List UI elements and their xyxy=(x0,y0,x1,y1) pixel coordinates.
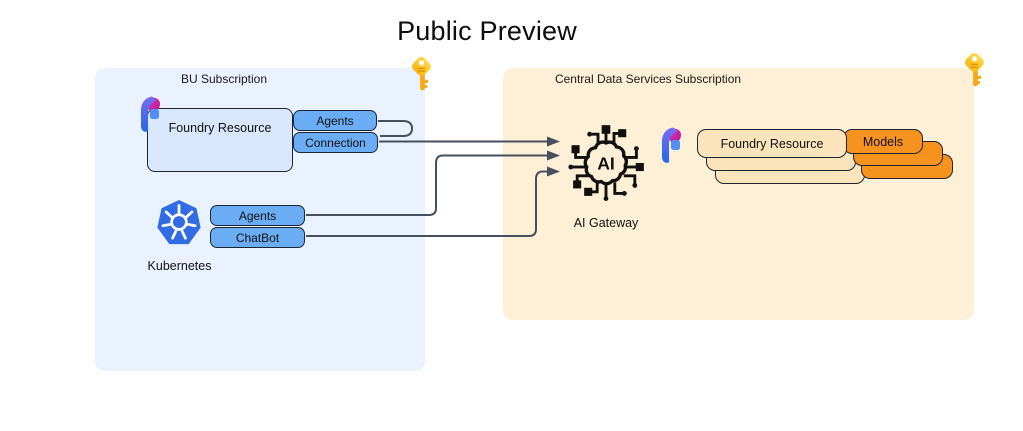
central-subscription-label: Central Data Services Subscription xyxy=(554,72,742,86)
central-foundry-resource-label: Foundry Resource xyxy=(720,136,824,151)
k8s-chatbot-pill: ChatBot xyxy=(210,227,305,248)
k8s-agents-pill: Agents xyxy=(210,205,305,226)
page-title: Public Preview xyxy=(397,16,577,46)
azure-ai-foundry-icon xyxy=(656,127,686,165)
k8s-agents-label: Agents xyxy=(238,208,277,223)
bu-agents-pill: Agents xyxy=(293,110,377,131)
bu-connection-pill: Connection xyxy=(293,132,378,153)
key-icon xyxy=(962,52,987,90)
bu-agents-label: Agents xyxy=(316,113,354,128)
foundry-stack-card-front: Foundry Resource xyxy=(697,129,847,158)
k8s-chatbot-label: ChatBot xyxy=(235,230,280,245)
kubernetes-icon xyxy=(156,197,202,249)
bu-connection-label: Connection xyxy=(305,135,366,150)
models-stack-card-front: Models xyxy=(843,129,923,154)
central-subscription-zone: Central Data Services Subscription xyxy=(503,68,974,320)
bu-subscription-zone: BU Subscription Foundry Resource xyxy=(95,68,425,371)
azure-ai-foundry-icon xyxy=(135,96,165,134)
bu-subscription-label: BU Subscription xyxy=(180,72,268,86)
key-icon xyxy=(409,56,434,94)
ai-gateway-icon: AI xyxy=(566,125,646,209)
ai-gateway-label: AI Gateway xyxy=(573,216,639,230)
bu-foundry-resource-box: Foundry Resource xyxy=(147,108,293,172)
kubernetes-label: Kubernetes xyxy=(147,259,212,273)
ai-gateway-chip-text: AI xyxy=(597,153,615,173)
bu-foundry-resource-label: Foundry Resource xyxy=(168,121,272,135)
models-label: Models xyxy=(862,134,904,149)
